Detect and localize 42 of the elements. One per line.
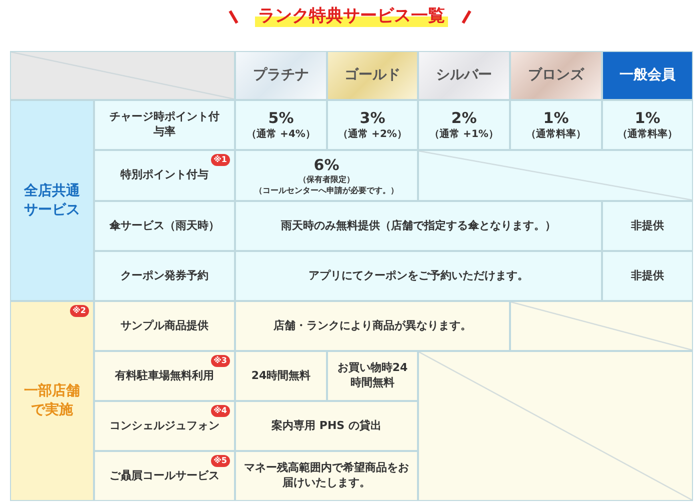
row-header: サンプル商品提供 — [94, 301, 235, 351]
row-label: 特別ポイント付与 — [120, 168, 208, 183]
group-header: 全店共通サービス — [10, 100, 94, 301]
percentage-value: 1% — [634, 108, 660, 128]
value-cell: 非提供 — [602, 251, 693, 301]
value-cell: 非提供 — [602, 201, 693, 251]
footnote-badge: ※3 — [210, 355, 230, 367]
footnote-badge: ※2 — [70, 305, 89, 317]
note-text: （通常料率） — [618, 128, 678, 142]
percentage-value: 2% — [451, 108, 477, 128]
note-text: （通常 +4%） — [246, 128, 316, 142]
value-cell: マネー残高範囲内で希望商品をお届けいたします。 — [235, 451, 418, 501]
footnote-badge: ※4 — [210, 405, 230, 417]
row-header: 傘サービス（雨天時） — [94, 201, 235, 251]
percentage-value: 5% — [268, 108, 294, 128]
group-label: 一部店舗で実施 — [23, 382, 81, 420]
row-header: クーポン発券予約 — [94, 251, 235, 301]
percentage-value: 1% — [543, 108, 569, 128]
note-text: （コールセンターへ申請が必要です。） — [254, 186, 398, 196]
note-text: （通常 +1%） — [430, 128, 498, 142]
row-label: コンシェルジュフォン — [110, 418, 220, 434]
value-cell: 雨天時のみ無料提供（店舗で指定する傘となります。） — [235, 201, 602, 251]
percentage-value: 6% — [314, 154, 340, 175]
rank-header: シルバー — [418, 51, 510, 100]
percentage-value: 3% — [360, 108, 386, 128]
value-cell: 24時間無料 — [235, 351, 327, 401]
value-cell: 店舗・ランクにより商品が異なります。 — [235, 301, 510, 351]
value-cell: アプリにてクーポンをご予約いただけます。 — [235, 251, 602, 301]
value-cell: お買い物時24時間無料 — [327, 351, 418, 401]
value-cell: 案内専用 PHS の貸出 — [235, 401, 418, 451]
footnote-badge: ※5 — [210, 455, 230, 467]
rank-header: ブロンズ — [510, 51, 602, 100]
row-header: チャージ時ポイント付与率 — [94, 100, 235, 150]
note-text: （通常 +2%） — [338, 128, 407, 142]
rank-header: ゴールド — [327, 51, 418, 100]
row-label: ご贔屓コールサービス — [110, 468, 220, 484]
rank-header: 一般会員 — [602, 51, 693, 100]
footnote-badge: ※1 — [210, 154, 230, 166]
note-text: （保有者限定） — [298, 174, 354, 186]
rank-header: プラチナ — [235, 51, 327, 100]
note-text: （通常料率） — [526, 128, 586, 142]
row-label: 有料駐車場無料利用 — [115, 368, 214, 384]
